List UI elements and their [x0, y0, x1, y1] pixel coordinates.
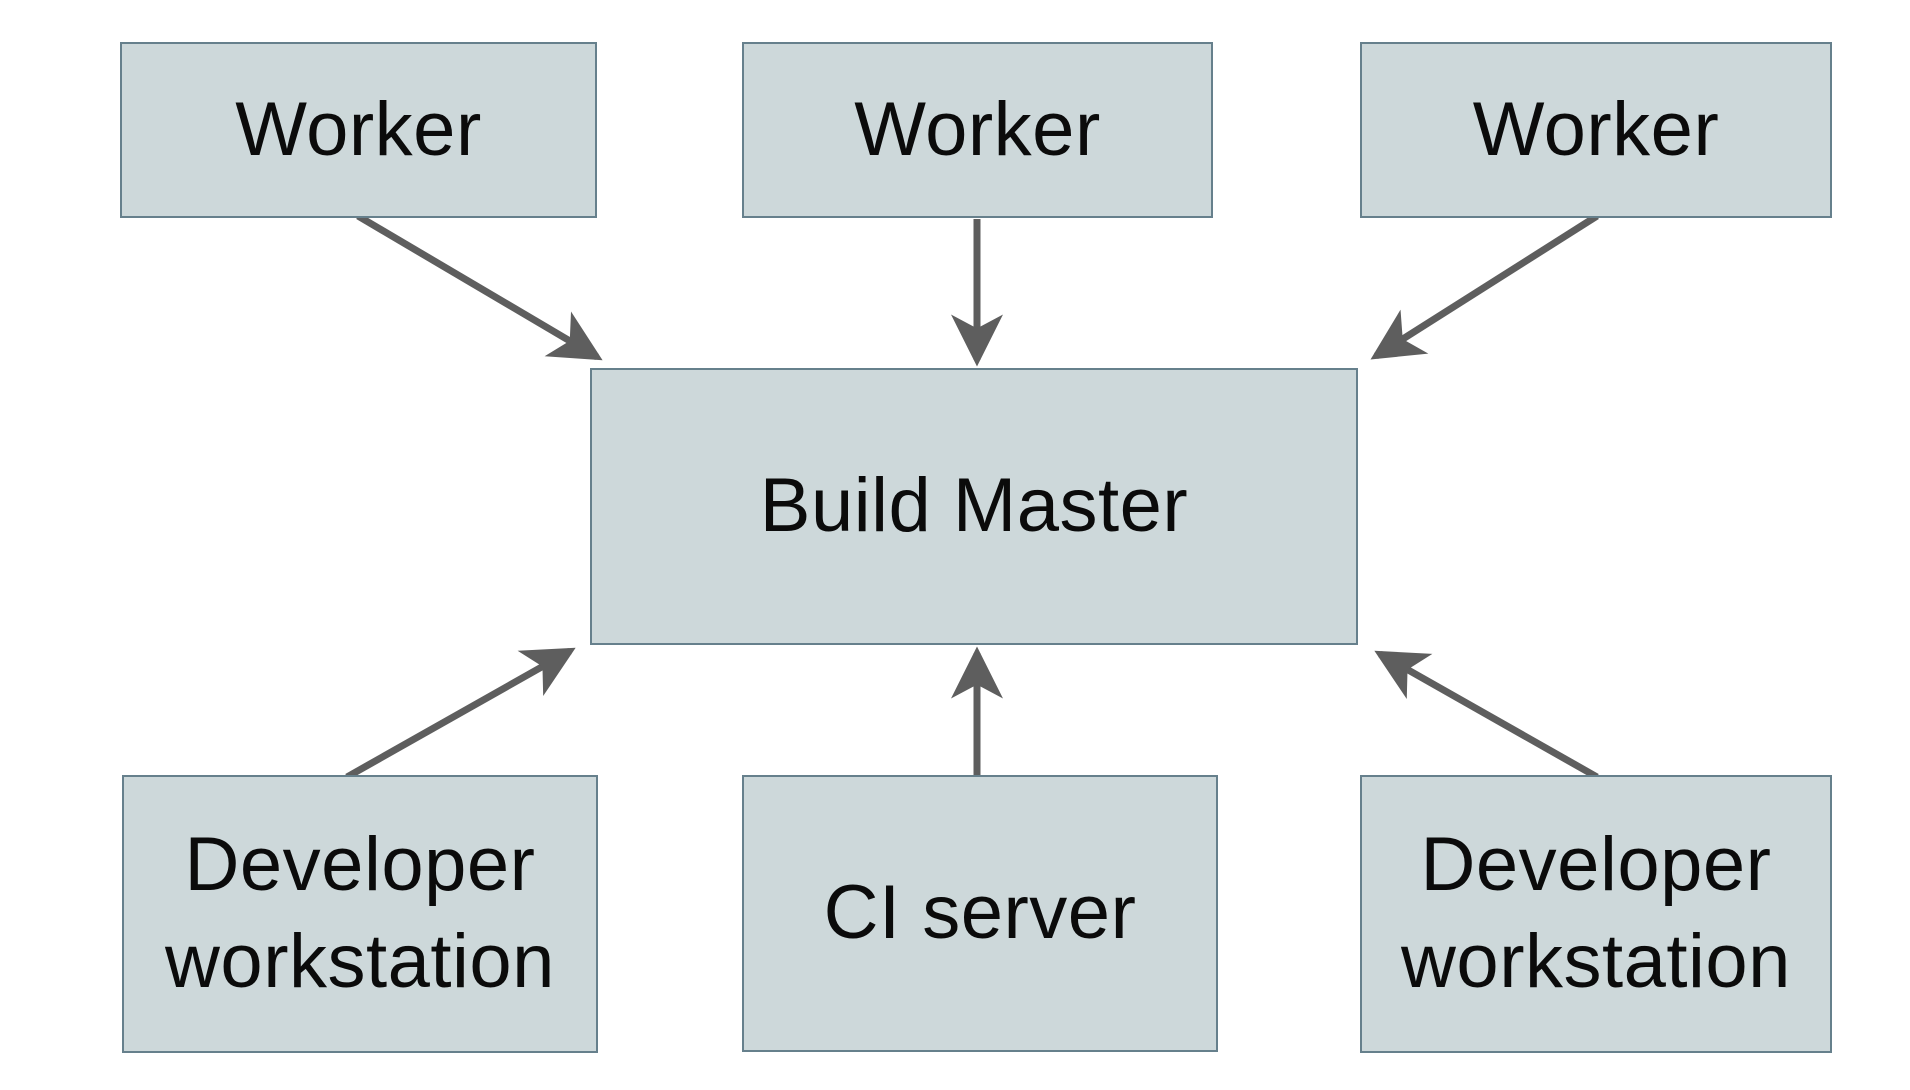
node-ci-server: CI server [742, 775, 1218, 1052]
node-developer-workstation-right: Developer workstation [1360, 775, 1832, 1053]
node-worker-1-label: Worker [235, 86, 482, 172]
node-worker-3-label: Worker [1472, 86, 1720, 172]
node-developer-workstation-left-label: Developer workstation [165, 822, 555, 1004]
edge-developer-workstation-left-to-build-master [345, 647, 576, 781]
node-developer-workstation-right-label: Developer workstation [1401, 822, 1791, 1004]
node-build-master-label: Build Master [759, 463, 1189, 549]
node-worker-2-label: Worker [854, 86, 1101, 172]
node-build-master: Build Master [590, 368, 1358, 645]
edge-worker-1-to-build-master [356, 212, 603, 361]
node-worker-2: Worker [742, 42, 1213, 218]
edge-worker-3-to-build-master [1370, 213, 1599, 360]
node-worker-3: Worker [1360, 42, 1832, 218]
node-ci-server-label: CI server [823, 870, 1137, 956]
node-worker-1: Worker [120, 42, 597, 218]
node-developer-workstation-left: Developer workstation [122, 775, 598, 1053]
edge-developer-workstation-right-to-build-master [1374, 650, 1599, 781]
